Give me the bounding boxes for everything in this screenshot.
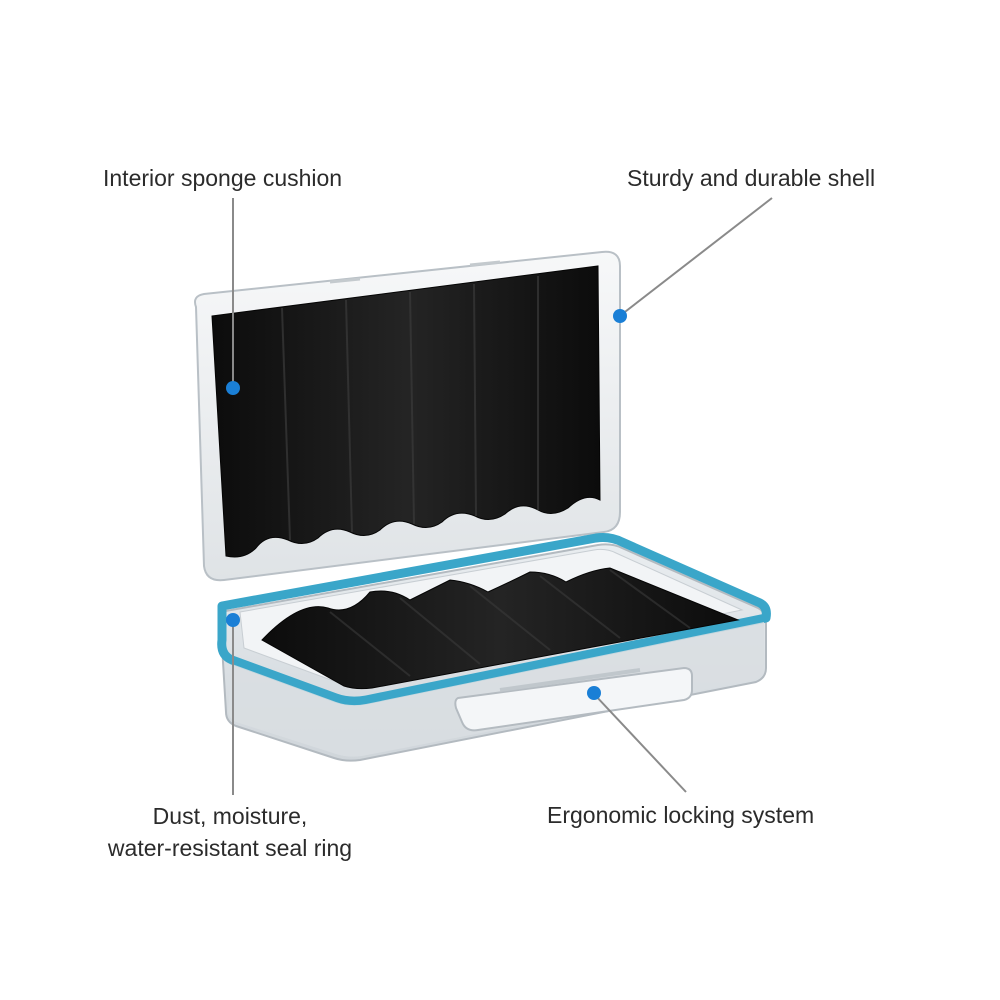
callout-ergonomic-locking-system: Ergonomic locking system [547,802,815,828]
callout-sturdy-durable-shell: Sturdy and durable shell [627,165,876,191]
leader-lines [232,197,773,795]
callout-seal-ring-line1: Dust, moisture, [152,803,308,829]
markers [226,309,627,700]
callout-interior-sponge-cushion: Interior sponge cushion [103,165,343,191]
marker-cushion [226,381,240,395]
marker-shell [613,309,627,323]
callout-seal-ring-line2: water-resistant seal ring [107,835,353,861]
case-base [217,533,771,762]
case-lid [194,250,621,582]
base-foam [261,567,740,690]
leader-shell [620,197,773,316]
callout-seal-ring: Dust, moisture, water-resistant seal rin… [95,800,365,864]
marker-seal [226,613,240,627]
leader-lock [593,693,687,793]
seal-ring [217,533,771,706]
lid-foam [211,265,601,558]
latch [454,666,693,732]
marker-lock [587,686,601,700]
